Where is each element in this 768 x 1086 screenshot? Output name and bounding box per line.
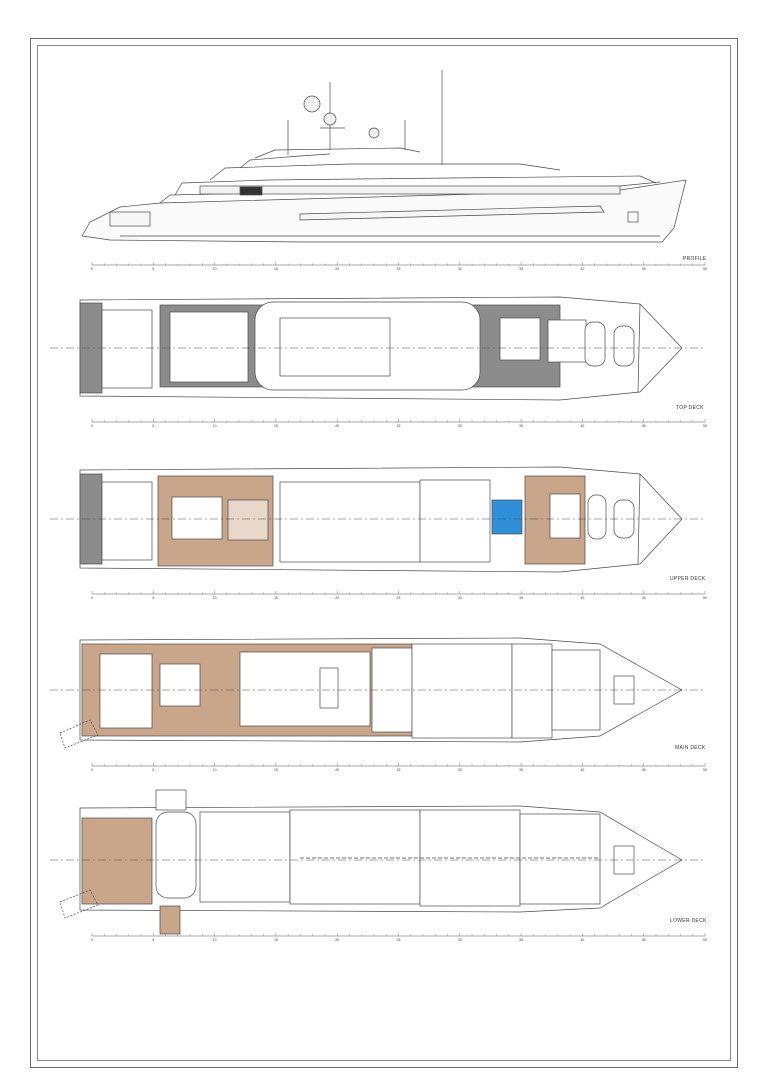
scale-tick-label: 45 xyxy=(642,596,646,600)
scale-tick-label: 10 xyxy=(213,596,217,600)
scale-tick-label: 25 xyxy=(397,267,401,271)
scale-tick-label: 45 xyxy=(642,938,646,942)
scale-tick-label: 45 xyxy=(642,267,646,271)
scale-tick-label: 10 xyxy=(213,267,217,271)
scale-tick-label: 5 xyxy=(152,596,154,600)
scale-tick-label: 40 xyxy=(580,938,584,942)
top-jetski xyxy=(613,325,635,367)
scale-tick-label: 35 xyxy=(519,768,523,772)
scale-tick-label: 20 xyxy=(335,938,339,942)
centerlines xyxy=(50,347,705,861)
scale-tick-label: 20 xyxy=(335,424,339,428)
sheet-border-outer xyxy=(30,38,738,1068)
scale-tick-label: 50 xyxy=(703,596,707,600)
scale-tick-label: 25 xyxy=(397,424,401,428)
scale-tick-label: 15 xyxy=(274,768,278,772)
lower-tender xyxy=(155,811,197,899)
scale-tick-label: 45 xyxy=(642,424,646,428)
scale-tick-label: 15 xyxy=(274,424,278,428)
scale-tick-label: 30 xyxy=(458,267,462,271)
label-main-deck: MAIN DECK xyxy=(675,745,706,751)
lower-deck-view xyxy=(59,789,683,935)
scale-tick-label: 0 xyxy=(91,938,93,942)
scale-tick-label: 50 xyxy=(703,938,707,942)
scale-tick-label: 30 xyxy=(458,938,462,942)
scale-tick-label: 10 xyxy=(213,424,217,428)
scale-tick-label: 5 xyxy=(152,267,154,271)
scale-tick-label: 5 xyxy=(152,768,154,772)
scale-tick-label: 10 xyxy=(213,938,217,942)
scale-tick-label: 5 xyxy=(152,424,154,428)
main-owner-suite xyxy=(411,643,513,739)
scale-tick-label: 50 xyxy=(703,424,707,428)
scale-tick-label: 0 xyxy=(91,768,93,772)
scale-tick-label: 20 xyxy=(335,596,339,600)
upper-salon xyxy=(279,481,421,563)
scale-tick-label: 0 xyxy=(91,424,93,428)
top-deck-view xyxy=(79,296,683,401)
label-lower-deck: LOWER DECK xyxy=(670,918,707,924)
scale-tick-label: 15 xyxy=(274,267,278,271)
scale-tick-label: 40 xyxy=(580,768,584,772)
scale-tick-label: 25 xyxy=(397,596,401,600)
scale-tick-label: 35 xyxy=(519,596,523,600)
scale-tick-label: 25 xyxy=(397,938,401,942)
scale-tick-label: 30 xyxy=(458,596,462,600)
scale-tick-label: 15 xyxy=(274,596,278,600)
scale-tick-label: 0 xyxy=(91,596,93,600)
sheet-border-inner xyxy=(37,45,731,1061)
scale-tick-label: 30 xyxy=(458,768,462,772)
scale-tick-label: 20 xyxy=(335,267,339,271)
scale-tick-label: 15 xyxy=(274,938,278,942)
label-profile: PROFILE xyxy=(683,256,707,262)
profile-view xyxy=(81,70,687,243)
scale-tick-label: 30 xyxy=(458,424,462,428)
upper-deck-view xyxy=(79,466,683,573)
scale-tick-label: 0 xyxy=(91,267,93,271)
lower-beach-club xyxy=(81,817,153,905)
upper-pool xyxy=(491,499,523,535)
scale-tick-label: 40 xyxy=(580,267,584,271)
top-tender xyxy=(584,321,606,367)
profile-dark-window xyxy=(239,186,263,196)
scale-tick-label: 45 xyxy=(642,768,646,772)
main-deck-view xyxy=(59,637,683,749)
scale-tick-label: 20 xyxy=(335,768,339,772)
main-salon xyxy=(239,651,371,727)
scale-tick-label: 35 xyxy=(519,938,523,942)
scale-tick-label: 5 xyxy=(152,938,154,942)
scale-tick-label: 35 xyxy=(519,267,523,271)
label-top-deck: TOP DECK xyxy=(676,405,704,411)
scale-tick-label: 35 xyxy=(519,424,523,428)
scale-tick-label: 10 xyxy=(213,768,217,772)
scale-tick-label: 40 xyxy=(580,424,584,428)
label-upper-deck: UPPER DECK xyxy=(670,576,706,582)
scale-tick-label: 50 xyxy=(703,768,707,772)
scale-tick-label: 50 xyxy=(703,267,707,271)
lower-guest-cabins xyxy=(289,809,421,905)
scale-tick-label: 25 xyxy=(397,768,401,772)
scale-tick-label: 40 xyxy=(580,596,584,600)
